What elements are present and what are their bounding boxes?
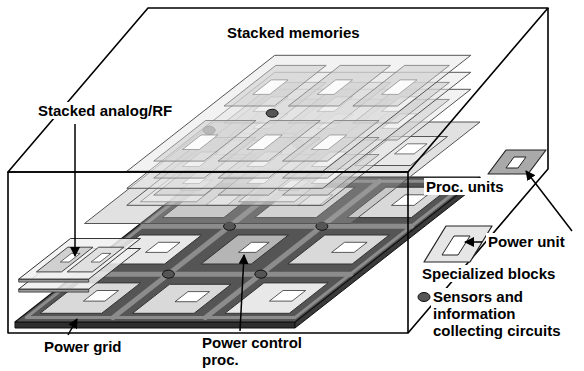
leader-arrow (68, 319, 77, 335)
power-unit (146, 242, 181, 252)
box-top (8, 8, 548, 172)
memory-core (247, 135, 282, 150)
memory-core (311, 135, 346, 150)
legend-text: Power unit (486, 233, 567, 250)
part-label: Power grid (42, 338, 124, 355)
part-label: Power control proc. (200, 334, 304, 368)
power-unit-sample (442, 236, 470, 255)
memory-core (253, 80, 288, 95)
legend-text: Sensors and information collecting circu… (431, 288, 581, 339)
power-grid (143, 224, 412, 229)
power-unit (332, 242, 368, 252)
processing-unit (133, 284, 232, 313)
leader-arrow (526, 171, 572, 231)
memory-core (317, 80, 352, 95)
memory-block (283, 121, 380, 162)
leader-arrow (74, 124, 76, 256)
power-unit (392, 195, 428, 206)
sensor-sample (418, 293, 430, 302)
box-side (408, 8, 548, 333)
sensor-dot (162, 270, 174, 278)
package-box (8, 8, 548, 333)
memory-core (183, 135, 218, 150)
memory-layers (127, 55, 471, 205)
power-unit (60, 253, 80, 262)
power-unit (269, 291, 305, 302)
analog-layers (19, 239, 141, 293)
legend-text: Specialized blocks (420, 265, 557, 282)
processing-unit (225, 283, 328, 313)
legend-text: Proc. units (424, 178, 506, 195)
power-unit (91, 253, 111, 262)
leader-arrow (465, 241, 482, 243)
box-front (8, 172, 408, 333)
memory-core (382, 80, 417, 95)
part-label: Stacked memories (225, 24, 362, 41)
memory-block (353, 65, 450, 106)
base-edge (15, 322, 295, 328)
power-unit-sample (506, 157, 526, 168)
power-grid (82, 272, 351, 277)
sensor-dot (255, 270, 267, 278)
leader-arrow (240, 255, 244, 331)
processing-unit (201, 235, 288, 264)
specialized-block-sample (424, 226, 492, 262)
memory-plate (127, 55, 471, 171)
analog-plate (19, 239, 141, 280)
sensor-dot (266, 109, 278, 117)
proc-unit-sample (488, 150, 546, 174)
processing-unit (288, 235, 389, 264)
part-label: Stacked analog/RF (36, 102, 174, 119)
power-unit (175, 292, 210, 302)
power-unit (239, 242, 270, 252)
